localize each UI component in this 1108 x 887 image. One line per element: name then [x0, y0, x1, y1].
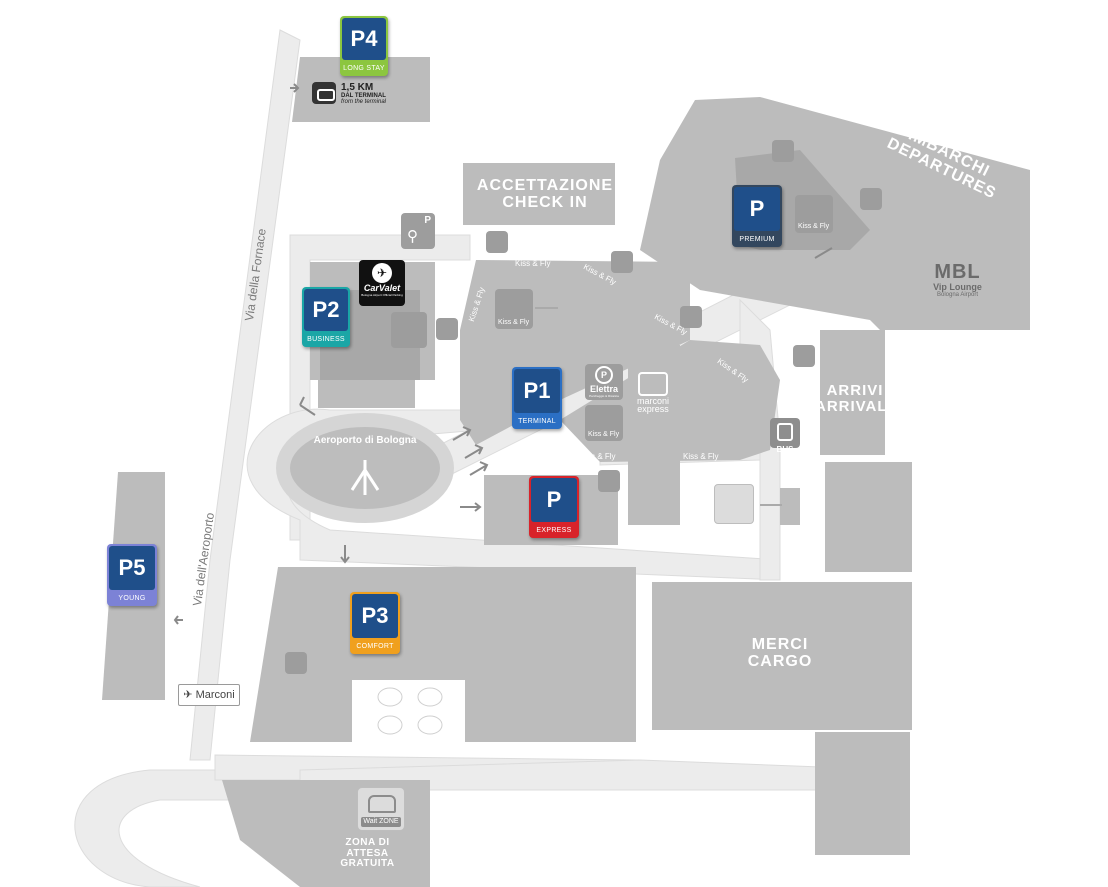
parking-info-icon	[436, 318, 458, 340]
kiss-fly-icon-3: Kiss & Fly	[585, 405, 623, 441]
carvalet-tag: Bologna Airport Official Parking	[361, 293, 403, 297]
wait-zone-icon: Wait ZONE	[357, 787, 405, 831]
kiss-fly-icon-2-label: Kiss & Fly	[798, 223, 830, 230]
p4-sub: LONG STAY	[343, 65, 385, 72]
p5-code: P5	[118, 555, 146, 580]
premium-code: P	[749, 196, 765, 221]
kiss-fly-icon-2: Kiss & Fly	[795, 195, 833, 233]
elettra-logo: P Elettra Parcheggio & Ricarica	[585, 364, 623, 400]
parking-info-icon	[680, 306, 702, 328]
car-icon	[368, 795, 396, 813]
marconi-express-line2: express	[637, 404, 669, 414]
parking-info-icon	[793, 345, 815, 367]
mbl-vip-lounge-logo: MBL Vip Lounge Bologna Airport	[920, 262, 995, 299]
p4-distance: 1,5 KM	[341, 82, 374, 93]
p5-sub: YOUNG	[118, 595, 146, 602]
shuttle-icon	[312, 82, 336, 104]
wait-zone-badge: Wait ZONE	[361, 817, 401, 827]
cargo-label-line1: MERCI	[751, 636, 809, 653]
premium-sub: PREMIUM	[739, 236, 775, 243]
elettra-tag: Parcheggio & Ricarica	[589, 394, 619, 398]
parking-p4-badge[interactable]: P4 LONG STAY	[340, 16, 388, 76]
kiss-fly-label: Kiss & Fly	[683, 452, 719, 461]
cargo-label: MERCI CARGO	[730, 636, 830, 671]
p1-code: P1	[523, 378, 551, 403]
checkin-label-line2: CHECK IN	[502, 193, 588, 211]
parking-info-icon	[285, 652, 307, 674]
arrivals-label-line2: ARRIVALS	[815, 397, 899, 415]
parking-p1-badge[interactable]: P1 TERMINAL	[512, 367, 562, 429]
parking-p2-badge[interactable]: P2 BUSINESS	[302, 287, 350, 347]
kiss-fly-label: Kiss & Fly	[512, 452, 548, 461]
wait-zone-line1: ZONA DI ATTESA	[345, 837, 390, 859]
p3-code: P3	[361, 603, 389, 628]
p4-code: P4	[350, 26, 378, 51]
carvalet-logo: ✈ CarValet Bologna Airport Official Park…	[359, 260, 405, 306]
marconi-express-line1: marconi	[636, 396, 669, 406]
bus-icon	[770, 418, 800, 448]
parking-info-icon	[860, 188, 882, 210]
marconi-road-sign: ✈ Marconi	[178, 684, 240, 706]
arrivals-label-line1: ARRIVI	[826, 382, 884, 399]
bus-label: BUS	[776, 445, 794, 454]
p2-sub: BUSINESS	[307, 336, 345, 343]
arrivals-label: ARRIVI ARRIVALS	[815, 382, 899, 415]
storage-tanks	[377, 687, 443, 735]
wait-zone-label: ZONA DI ATTESA GRATUITA	[325, 837, 410, 870]
parking-p3-badge[interactable]: P3 COMFORT	[350, 592, 400, 654]
marconi-express-logo: marconi express	[630, 372, 676, 414]
motorbike-glyph: ⚲	[407, 228, 418, 245]
elettra-name: Elettra	[589, 384, 618, 394]
p4-distance-line2: DAL TERMINAL	[341, 93, 386, 99]
motorbike-p-letter: P	[424, 215, 431, 226]
parking-info-icon	[486, 231, 508, 253]
tree-icon	[350, 460, 380, 495]
roundabout-label: Aeroporto di Bologna	[313, 435, 417, 446]
p4-distance-line3: from the terminal	[341, 99, 387, 105]
p3-sub: COMFORT	[356, 643, 394, 650]
parking-info-icon	[598, 470, 620, 492]
p1-sub: TERMINAL	[518, 418, 556, 425]
services-icon	[714, 484, 754, 524]
departure-plane-icon: ✈	[552, 228, 566, 245]
kiss-fly-icon-1: Kiss & Fly	[495, 289, 533, 329]
p4-distance-note: 1,5 KM DAL TERMINAL from the terminal	[341, 82, 386, 105]
mbl-name: MBL	[934, 261, 981, 283]
marconi-express-icon	[638, 372, 668, 396]
checkin-label-line1: ACCETTAZIONE	[476, 177, 614, 194]
marconi-sign-label: Marconi	[195, 689, 235, 701]
parking-premium-badge[interactable]: P PREMIUM	[732, 185, 782, 247]
cargo-label-line2: CARGO	[747, 652, 813, 670]
direction-arrows	[173, 83, 833, 625]
mbl-line3: Bologna Airport	[936, 292, 979, 298]
parking-info-icon	[772, 140, 794, 162]
express-code: P	[546, 487, 562, 512]
parking-info-icon	[611, 251, 633, 273]
parking-express-badge[interactable]: P EXPRESS	[529, 476, 579, 538]
kiss-fly-icon-1-label: Kiss & Fly	[498, 319, 530, 326]
wait-zone-line2: GRATUITA	[340, 858, 395, 869]
bus-glyph	[777, 423, 793, 441]
mbl-line2: Vip Lounge	[933, 282, 982, 292]
parking-p5-badge[interactable]: P5 YOUNG	[107, 544, 157, 606]
kiss-fly-label: Kiss & Fly	[515, 259, 551, 268]
shuttle-car-shape	[317, 89, 335, 101]
plane-icon: ✈	[183, 689, 193, 701]
p2-code: P2	[312, 297, 340, 322]
elettra-p-icon: P	[595, 366, 613, 384]
carvalet-car-icon: ✈	[372, 263, 392, 283]
express-sub: EXPRESS	[536, 527, 572, 534]
kiss-fly-icon-3-label: Kiss & Fly	[588, 431, 620, 438]
checkin-label: ACCETTAZIONE CHECK IN	[470, 177, 620, 212]
service-desk-icon	[391, 312, 427, 348]
motorbike-parking-icon: P ⚲	[401, 213, 435, 249]
kiss-fly-label: Kiss & Fly	[580, 452, 616, 461]
carvalet-name: CarValet	[363, 283, 401, 293]
